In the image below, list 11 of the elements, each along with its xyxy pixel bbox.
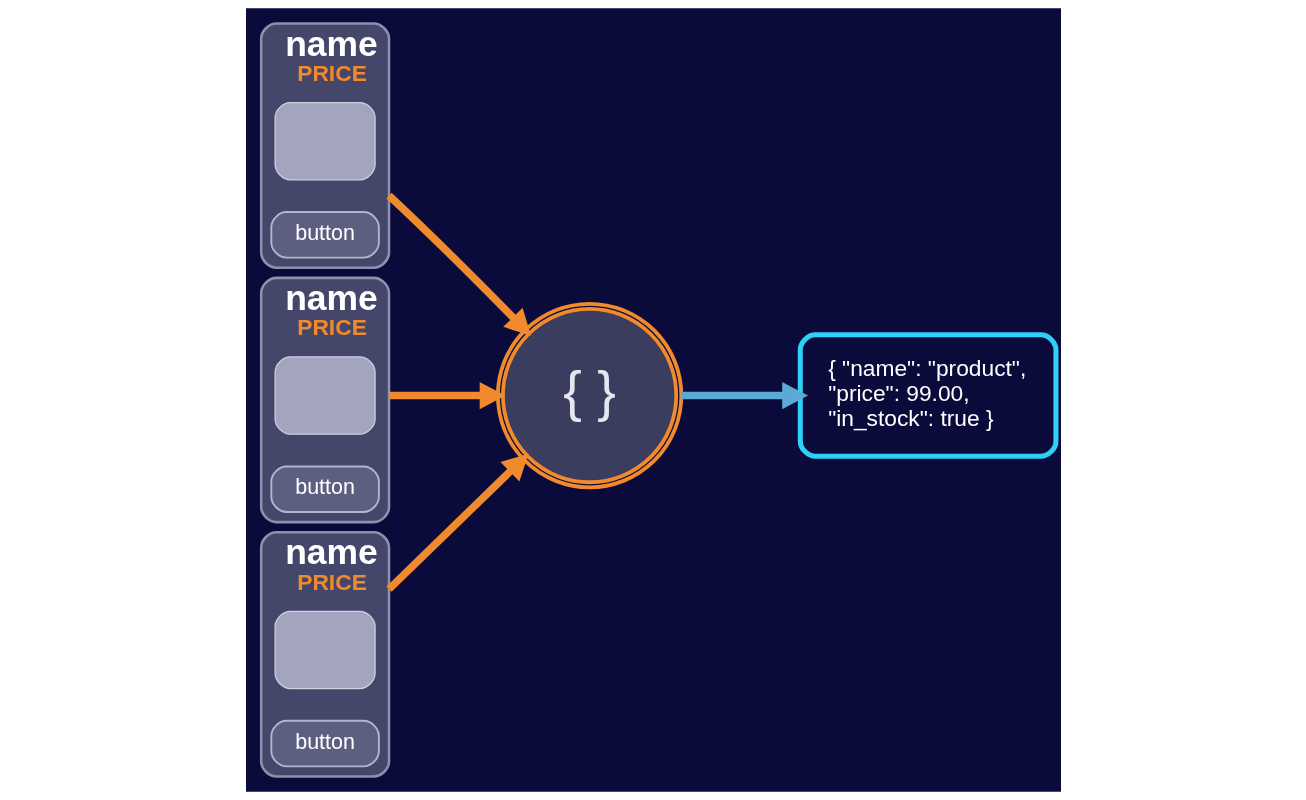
node-box: button (269, 465, 380, 513)
node-box (273, 356, 376, 435)
node-box: button (269, 211, 380, 259)
node-box: button (269, 719, 380, 768)
node-circle: { } (495, 301, 683, 490)
node-box (273, 610, 376, 690)
arrow (385, 453, 528, 592)
arrow (385, 192, 531, 336)
node-box: { "name": "product", "price": 99.00, "in_stock": true } (797, 332, 1058, 459)
arrow (388, 382, 506, 410)
node-box (273, 101, 376, 181)
